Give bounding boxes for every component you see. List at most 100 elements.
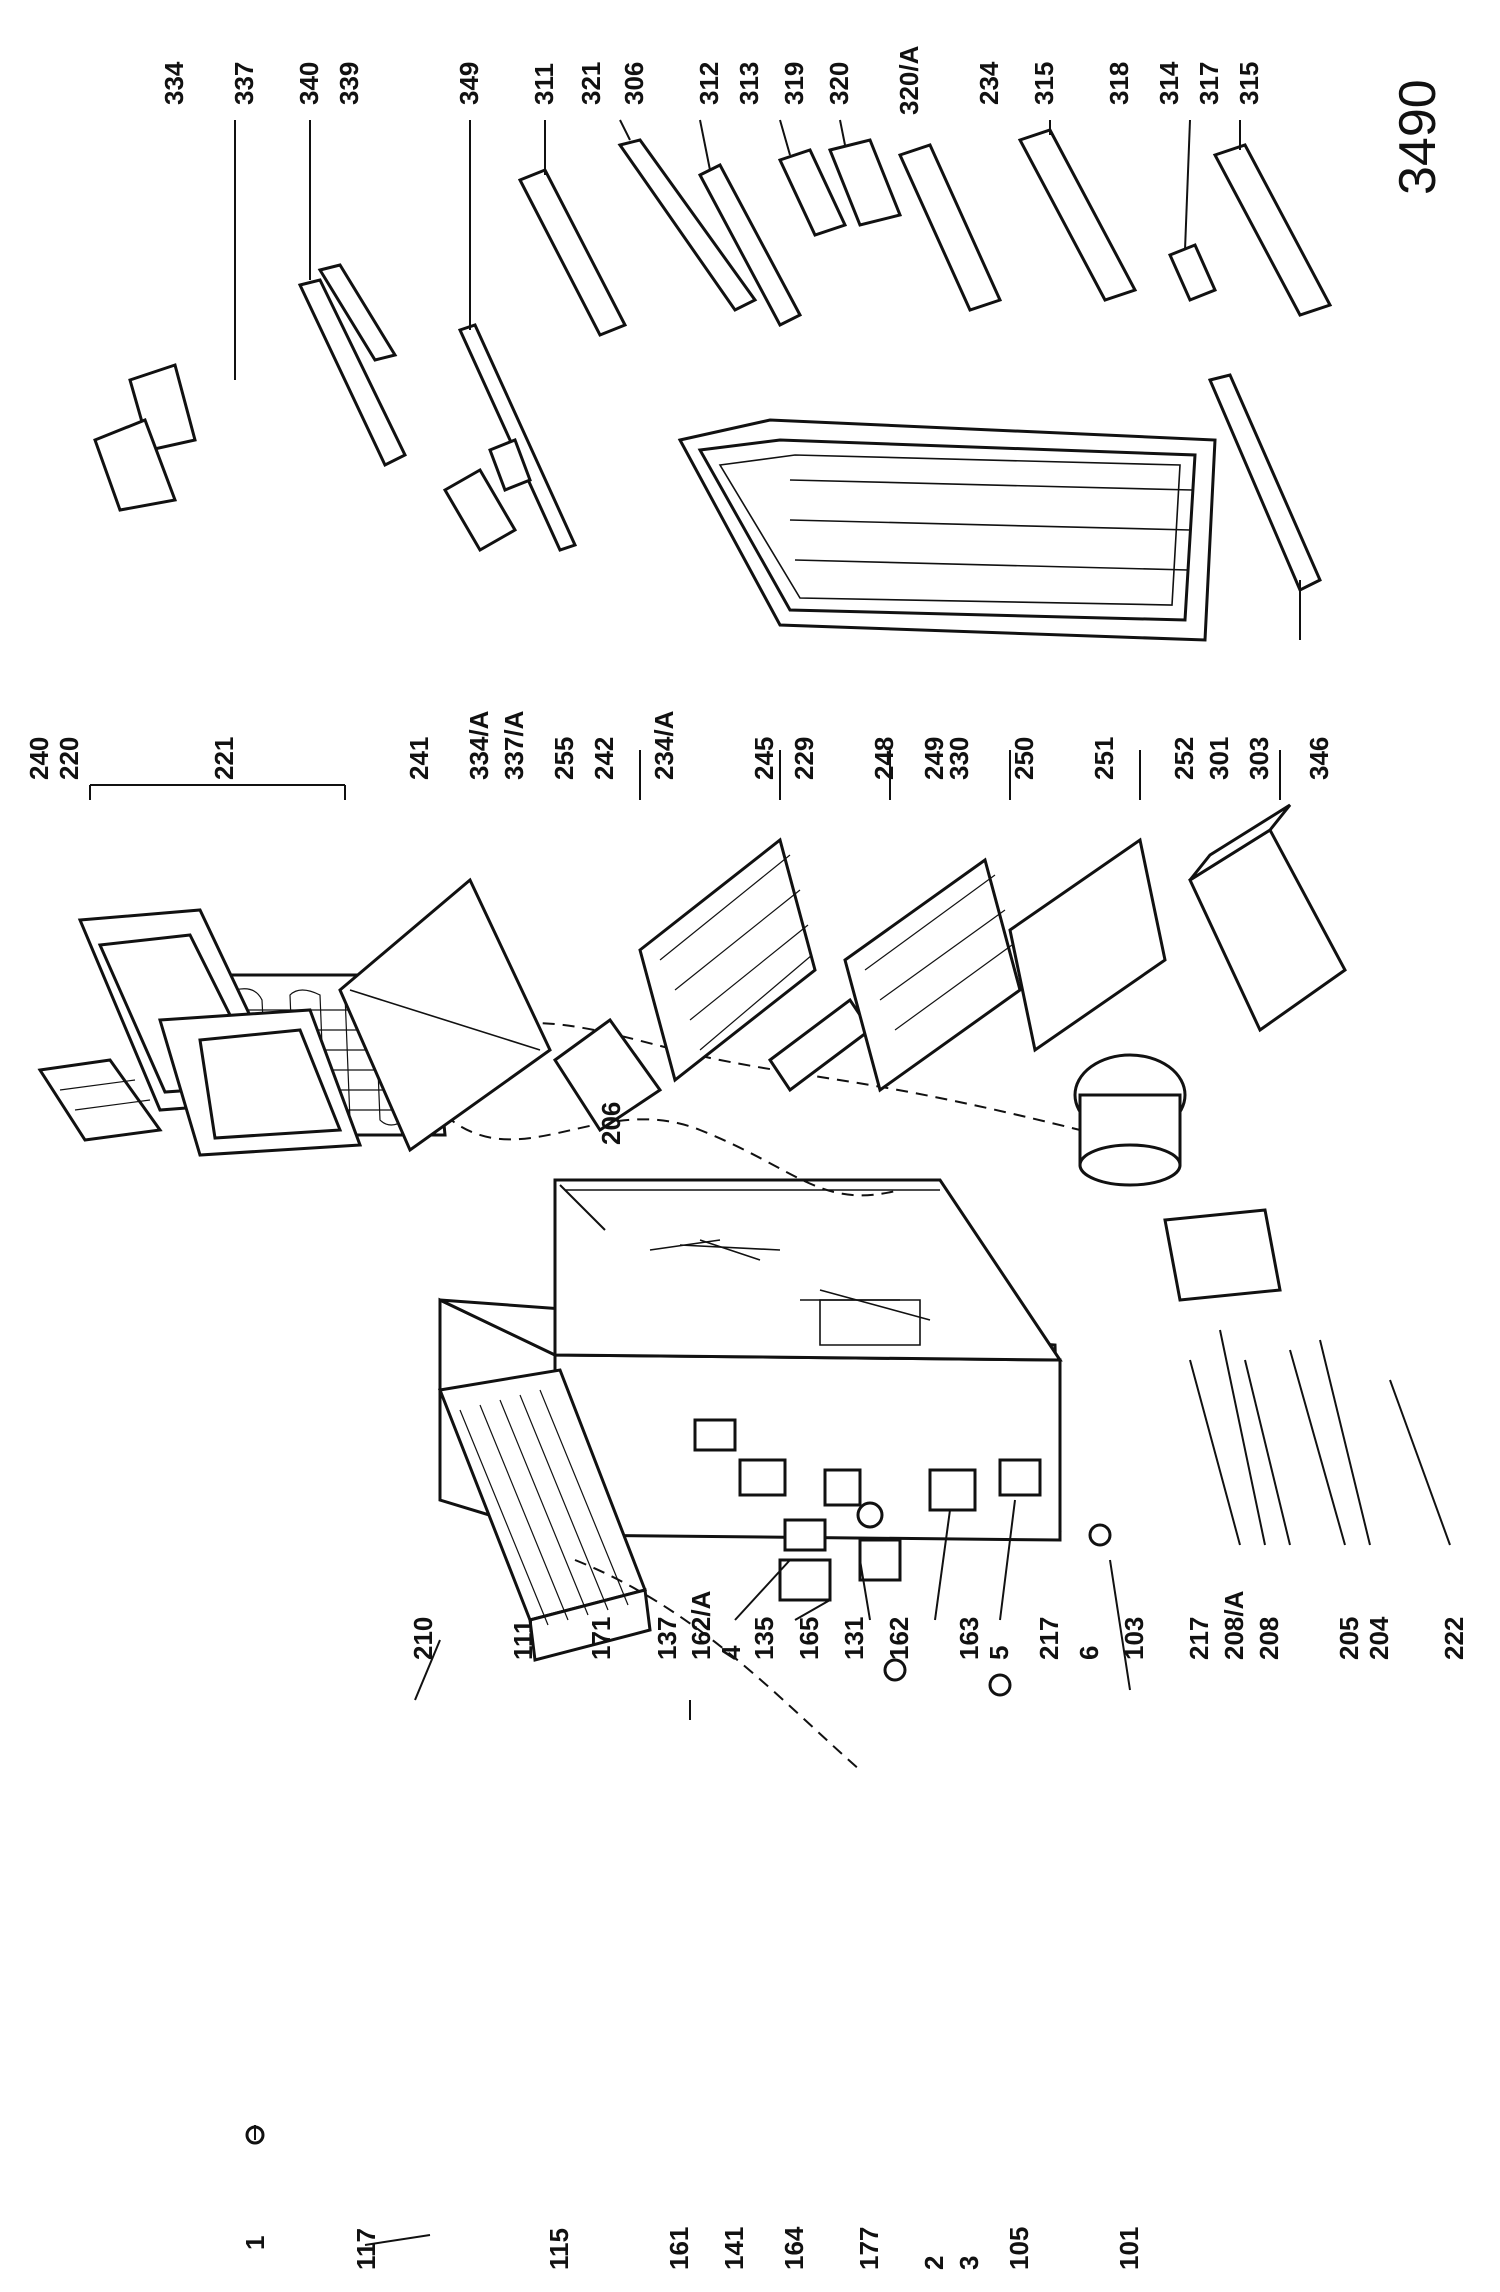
label-301: 301 [1204,737,1234,780]
label-339: 339 [334,62,364,105]
label-6: 6 [1074,1646,1104,1660]
label-210: 210 [408,1617,438,1660]
shelf-313 [697,163,803,327]
bracket-337a [488,438,532,492]
label-330: 330 [944,737,974,780]
label-321: 321 [576,62,606,105]
label-318: 318 [1104,62,1134,105]
label-320a: 320/A [894,45,924,115]
label-313: 313 [734,62,764,105]
label-171: 171 [586,1617,616,1660]
label-317: 317 [1194,62,1224,105]
label-234: 234 [974,61,1004,105]
label-217b: 217 [1034,1617,1064,1660]
label-206: 206 [596,1102,626,1145]
label-131: 131 [839,1617,869,1660]
door-shelf-311 [517,168,628,337]
wire-shelf-245 [638,837,817,1083]
label-245: 245 [749,737,779,780]
label-103: 103 [1119,1617,1149,1660]
label-111: 111 [508,1619,538,1660]
label-3: 3 [954,2256,984,2270]
label-255: 255 [549,737,579,780]
refrigerant-line-a [444,1114,901,1197]
label-165: 165 [794,1617,824,1660]
label-315b: 315 [1234,62,1264,105]
label-349: 349 [454,62,484,105]
label-115: 115 [544,2228,574,2270]
label-161: 161 [664,2227,694,2270]
freezer-flap-221 [158,1008,363,1157]
label-250: 250 [1009,737,1039,780]
label-1: 1 [240,2236,270,2250]
label-217: 217 [1184,1617,1214,1660]
label-334: 334 [159,61,189,105]
vegetable-drawer-252 [1188,803,1347,1033]
label-163: 163 [954,1617,984,1660]
label-162a: 162/A [686,1590,716,1660]
label-222: 222 [1439,1617,1469,1660]
egg-rack-319 [777,148,848,237]
label-137: 137 [652,1617,682,1660]
label-251: 251 [1089,737,1119,780]
label-220: 220 [54,737,84,780]
evaporator-111 [437,1368,652,1662]
label-105: 105 [1004,2227,1034,2270]
label-240: 240 [24,737,54,780]
electrical-parts [693,1418,1112,1697]
compressor-101 [1073,1053,1187,1187]
label-252: 252 [1169,737,1199,780]
label-320: 320 [824,62,854,105]
label-249: 249 [919,737,949,780]
label-208: 208 [1254,1617,1284,1660]
label-241: 241 [404,737,434,780]
label-306: 306 [619,62,649,105]
shelf-frame-241 [338,877,552,1153]
part-labels: 1 117 115 161 141 164 177 2 3 105 101 21… [24,45,1469,2270]
crisper-242 [552,1017,663,1133]
label-205: 205 [1334,1617,1364,1660]
label-242: 242 [589,737,619,780]
door-panel-330 [677,418,1217,642]
label-346: 346 [1304,737,1334,780]
label-177: 177 [854,2227,884,2270]
label-311: 311 [529,63,559,105]
label-229: 229 [789,737,819,780]
label-303: 303 [1244,737,1274,780]
hinge-cover-320a [897,143,1003,312]
leader-lines [89,119,1451,2246]
label-319: 319 [779,62,809,105]
label-5: 5 [984,1646,1014,1660]
label-334a: 334/A [464,710,494,780]
label-164: 164 [779,2226,809,2270]
refrigerant-line-b [444,1021,1081,1131]
compressor-base-plate [1163,1208,1282,1302]
label-337: 337 [229,62,259,105]
butter-box-320 [827,138,903,227]
label-234a: 234/A [649,710,679,780]
label-248: 248 [869,737,899,780]
label-101: 101 [1114,2227,1144,2270]
bottle-shelf-315a [1017,128,1138,302]
label-117: 117 [351,2228,381,2270]
label-2: 2 [919,2256,949,2270]
rail-339 [317,263,398,362]
rail-340 [297,278,407,468]
label-340: 340 [294,62,324,105]
figure-number: 3490 [1389,79,1447,195]
label-314: 314 [1154,61,1184,105]
label-141: 141 [719,2227,749,2270]
cover-306 [617,138,758,312]
ice-tray-240 [37,1058,163,1142]
door-gasket-301 [718,454,1181,606]
refrigerant-line-c [574,1559,861,1771]
label-162: 162 [884,1617,914,1660]
hinge-337 [93,418,178,512]
wire-shelf-248 [843,857,1022,1093]
label-135: 135 [749,1617,779,1660]
label-315a: 315 [1029,62,1059,105]
label-312: 312 [694,62,724,105]
label-221: 221 [209,737,239,780]
label-204: 204 [1364,1616,1394,1660]
